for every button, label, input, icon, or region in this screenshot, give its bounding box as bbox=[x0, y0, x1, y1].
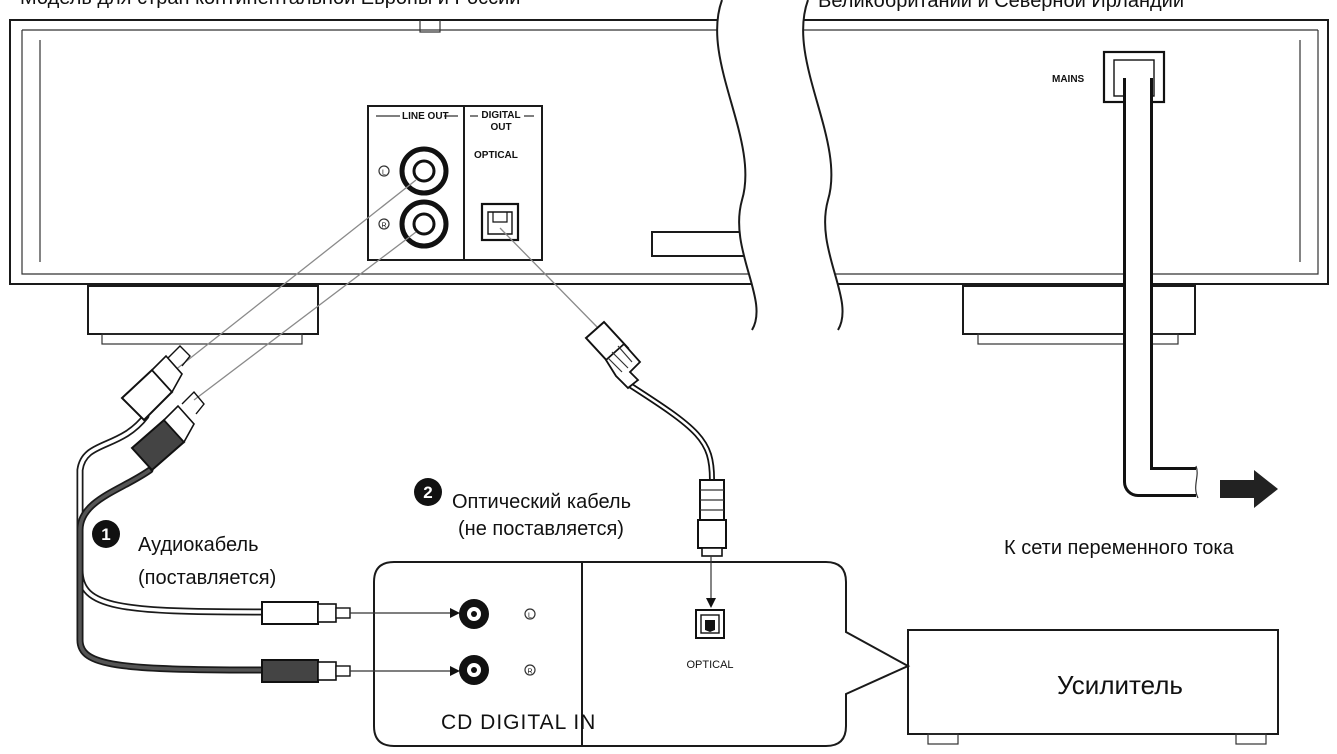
guide-line-right bbox=[193, 231, 417, 401]
left-foot bbox=[87, 285, 319, 335]
amp-left-mark-letter: L bbox=[528, 613, 532, 620]
power-label: К сети переменного тока bbox=[1004, 537, 1235, 559]
arrow-right-icon bbox=[1220, 470, 1278, 508]
amp-left-mark-icon bbox=[524, 608, 536, 620]
amp-optical-label: OPTICAL bbox=[686, 659, 733, 671]
connection-arrows bbox=[350, 556, 716, 676]
amplifier-unit: Усилитель bbox=[907, 629, 1279, 745]
amplifier-title: Усилитель bbox=[1057, 670, 1183, 700]
header-left-text: Модель для стран континентальной Европы … bbox=[20, 0, 520, 9]
optical-plug-bottom bbox=[697, 479, 727, 557]
right-mark-icon bbox=[378, 218, 390, 230]
rca-plug-white-top bbox=[120, 345, 191, 422]
optical-cable-number: 2 bbox=[423, 483, 432, 502]
rca-plug-red-top bbox=[130, 390, 205, 472]
left-mark-letter: L bbox=[382, 170, 386, 177]
amp-right-mark-letter: R bbox=[527, 669, 532, 676]
cd-digital-in-label: CD DIGITAL IN bbox=[441, 711, 596, 734]
optical-cable-title: Оптический кабель bbox=[452, 491, 631, 513]
optical-cable bbox=[584, 320, 727, 557]
amplifier-input-panel: L R OPTICAL CD DIGITAL IN bbox=[373, 561, 911, 747]
guide-line-left bbox=[159, 179, 417, 383]
audio-cable-label: 1 Аудиокабель (поставляется) bbox=[92, 520, 276, 589]
amp-right-mark-icon bbox=[524, 664, 536, 676]
digital-out-label-2: OUT bbox=[490, 122, 511, 133]
right-foot bbox=[962, 285, 1196, 335]
guide-line-optical bbox=[499, 227, 601, 331]
audio-cable-title: Аудиокабель bbox=[138, 534, 259, 556]
cd-player-rear-panel bbox=[9, 19, 1329, 345]
number-badge-1 bbox=[92, 520, 120, 548]
line-out-label: LINE OUT bbox=[402, 111, 449, 122]
audio-cable-number: 1 bbox=[101, 525, 110, 544]
number-badge-2 bbox=[414, 478, 442, 506]
rca-plug-red-bottom bbox=[261, 659, 351, 683]
optical-cable-label: 2 Оптический кабель (не поставляется) bbox=[414, 478, 631, 540]
audio-cable-note: (поставляется) bbox=[138, 567, 276, 589]
player-optical-label: OPTICAL bbox=[474, 150, 518, 161]
left-mark-icon bbox=[378, 165, 390, 177]
audio-cable bbox=[76, 345, 351, 683]
mains-label: MAINS bbox=[1052, 74, 1085, 85]
optical-plug-top bbox=[584, 320, 642, 390]
digital-out-label-1: DIGITAL bbox=[481, 110, 520, 121]
header-right-text: Великобритании и Северной Ирландии bbox=[818, 0, 1184, 12]
chassis-break-lines bbox=[716, 0, 844, 331]
optical-cable-note: (не поставляется) bbox=[458, 518, 624, 540]
power-cord bbox=[1123, 78, 1199, 499]
right-mark-letter: R bbox=[381, 223, 386, 230]
rca-plug-white-bottom bbox=[261, 601, 351, 625]
output-terminal-block: LINE OUT DIGITAL OUT OPTICAL L R bbox=[367, 105, 543, 261]
